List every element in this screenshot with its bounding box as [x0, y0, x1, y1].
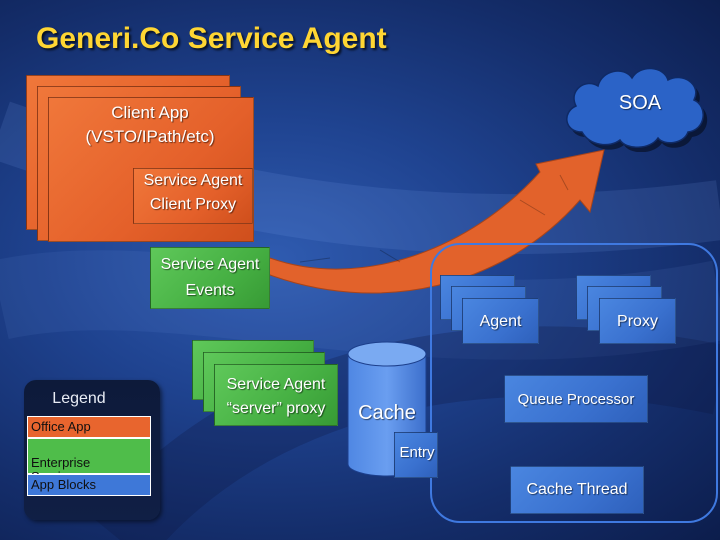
events-line2: Events: [185, 282, 235, 299]
legend-app-blocks: App Blocks: [27, 474, 151, 496]
proxy-box[interactable]: [599, 298, 676, 344]
page-title: Generi.Co Service Agent: [36, 22, 387, 55]
client-proxy-box[interactable]: [133, 168, 253, 224]
events-line1: Service Agent: [160, 256, 260, 273]
legend-title: Legend: [52, 390, 106, 407]
entry-box[interactable]: [394, 432, 438, 478]
legend-app-blocks-label: App Blocks: [31, 477, 97, 492]
queue-processor-label: Queue Processor: [517, 391, 635, 408]
events-box[interactable]: [150, 247, 270, 309]
server-proxy-line2: “server” proxy: [226, 400, 326, 417]
client-proxy-line2: Client Proxy: [149, 196, 237, 213]
queue-processor-box[interactable]: [504, 375, 648, 423]
server-proxy-box[interactable]: [214, 364, 338, 426]
client-proxy-line1: Service Agent: [143, 172, 243, 189]
agent-box[interactable]: [462, 298, 539, 344]
app-blocks-panel: [430, 243, 718, 523]
cache-label: Cache: [358, 402, 416, 424]
soa-label: SOA: [618, 92, 662, 114]
entry-label: Entry: [399, 444, 435, 461]
soa-cloud-icon[interactable]: [560, 60, 710, 152]
cache-thread-box[interactable]: [510, 466, 644, 514]
proxy-label: Proxy: [617, 313, 658, 330]
client-app-title: Client App: [111, 103, 189, 122]
legend-office-app-label: Office App: [31, 419, 91, 434]
legend-enterprise-services: Enterprise Services: [27, 438, 151, 484]
client-app-subtitle: (VSTO/IPath/etc): [85, 127, 215, 146]
cache-thread-label: Cache Thread: [526, 481, 628, 498]
agent-label: Agent: [479, 313, 522, 330]
server-proxy-line1: Service Agent: [226, 376, 326, 393]
legend-office-app: Office App: [27, 416, 151, 438]
